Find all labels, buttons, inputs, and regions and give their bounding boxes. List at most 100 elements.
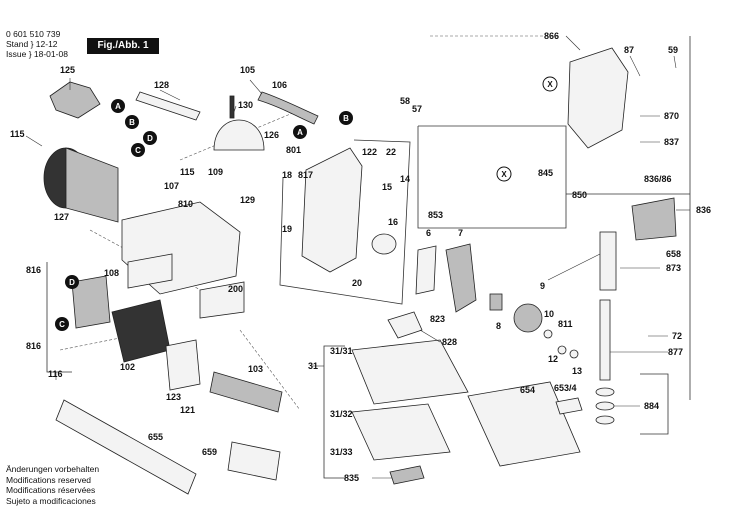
part-31-31-shape	[351, 339, 469, 405]
label-837: 837	[664, 137, 679, 147]
label-835: 835	[344, 473, 359, 483]
part-200-shape	[199, 281, 245, 319]
label-115b: 115	[180, 167, 195, 177]
label-31-33: 31/33	[330, 447, 353, 457]
group31-bracket	[323, 345, 345, 479]
part-13-shape	[569, 349, 579, 359]
label-7: 7	[458, 228, 463, 238]
motor-bracket	[46, 262, 72, 373]
part-873-shape	[599, 231, 617, 291]
callout-a-mid: A	[293, 125, 307, 139]
part-884-ring2	[595, 401, 615, 411]
label-107: 107	[164, 181, 179, 191]
issue-line: Issue } 18-01-08	[6, 49, 68, 59]
issue-value: 18-01-08	[33, 49, 68, 59]
gearbox-frame	[417, 125, 567, 229]
svg-text:X: X	[547, 80, 553, 89]
part-127-body	[65, 147, 119, 223]
part-653-4-shape	[555, 397, 583, 415]
footer-line-en: Modifications reserved	[6, 474, 92, 485]
label-836-86: 836/86	[644, 174, 672, 184]
document-header: 0 601 510 739 Stand } 12-12 Issue } 18-0…	[6, 29, 68, 59]
footer-line-fr: Modifications réservées	[6, 485, 96, 495]
guide-4	[239, 329, 301, 411]
stand-label: Stand	[6, 39, 29, 49]
label-31-31: 31/31	[330, 346, 353, 356]
part-106-shape	[257, 91, 319, 125]
label-877: 877	[668, 347, 683, 357]
part-6-shape	[415, 245, 437, 295]
part-8-shape	[489, 293, 503, 311]
label-59: 59	[668, 45, 678, 55]
label-8: 8	[496, 321, 501, 331]
label-13: 13	[572, 366, 582, 376]
label-72: 72	[672, 331, 682, 341]
callout-c-motor: C	[55, 317, 69, 331]
part-10-shape	[543, 329, 553, 339]
label-103: 103	[248, 364, 263, 374]
label-15: 15	[382, 182, 392, 192]
callout-markers: A B D C A B D C X X	[55, 76, 558, 331]
label-10: 10	[544, 309, 554, 319]
label-22: 22	[386, 147, 396, 157]
label-870: 870	[664, 111, 679, 121]
part-877-shape	[599, 299, 611, 381]
part-12-shape	[557, 345, 567, 355]
svg-text:C: C	[59, 320, 65, 329]
label-130: 130	[238, 100, 253, 110]
doc-number: 0 601 510 739	[6, 29, 61, 39]
label-655: 655	[148, 432, 163, 442]
label-109: 109	[208, 167, 223, 177]
footer-line-de: Änderungen vorbehalten	[6, 464, 100, 474]
label-102: 102	[120, 362, 135, 372]
housing-frame	[279, 139, 411, 305]
label-12: 12	[548, 354, 558, 364]
label-115a: 115	[10, 129, 25, 139]
label-884: 884	[644, 401, 659, 411]
label-58: 58	[400, 96, 410, 106]
part-126-shape	[213, 119, 265, 151]
callout-d-motor: D	[65, 275, 79, 289]
svg-text:B: B	[343, 114, 349, 123]
label-823: 823	[430, 314, 445, 324]
parts	[43, 47, 677, 495]
label-801: 801	[286, 145, 301, 155]
label-866: 866	[544, 31, 559, 41]
label-16: 16	[388, 217, 398, 227]
label-828: 828	[442, 337, 457, 347]
label-817: 817	[298, 170, 313, 180]
label-106: 106	[272, 80, 287, 90]
part-659-shape	[227, 441, 281, 481]
label-127: 127	[54, 212, 69, 222]
label-31-32: 31/32	[330, 409, 353, 419]
callout-c-left: C	[131, 143, 145, 157]
label-121: 121	[180, 405, 195, 415]
label-116: 116	[48, 369, 63, 379]
callout-x-top: X	[542, 76, 558, 92]
footer-line-es: Sujeto a modificaciones	[6, 495, 96, 506]
label-9: 9	[540, 281, 545, 291]
label-20: 20	[352, 278, 362, 288]
label-19: 19	[282, 224, 292, 234]
part-125-shape	[49, 81, 101, 119]
callout-d-left: D	[143, 131, 157, 145]
part-801-shape	[301, 147, 363, 273]
label-659: 659	[202, 447, 217, 457]
part-658-shape	[631, 197, 677, 241]
figure-title: Fig./Abb. 1	[87, 38, 159, 54]
label-853: 853	[428, 210, 443, 220]
label-57: 57	[412, 104, 422, 114]
label-654: 654	[520, 385, 535, 395]
callout-b-mid: B	[339, 111, 353, 125]
part-9-shape	[513, 303, 543, 333]
label-653-4: 653/4	[554, 383, 577, 393]
label-128: 128	[154, 80, 169, 90]
label-31: 31	[308, 361, 318, 371]
part-123-shape	[165, 339, 201, 391]
part-654-shape	[467, 381, 581, 467]
part-823-shape	[387, 311, 423, 339]
label-816b: 816	[26, 341, 41, 351]
label-200: 200	[228, 284, 243, 294]
